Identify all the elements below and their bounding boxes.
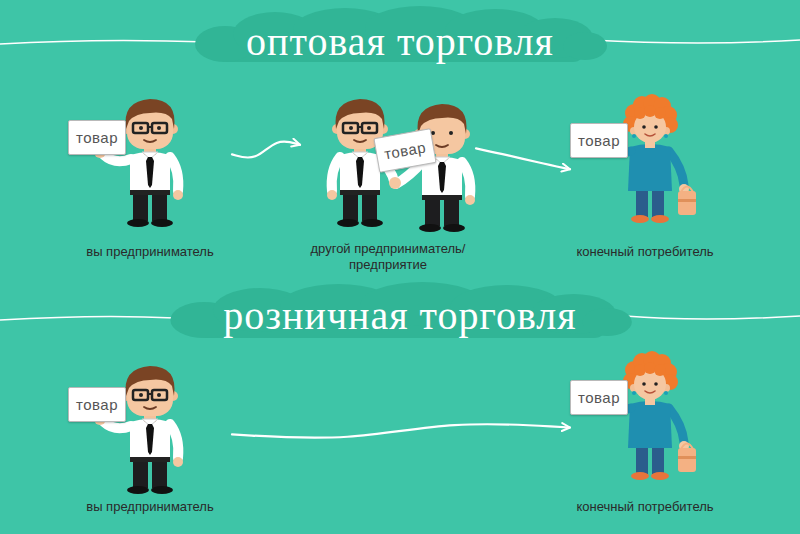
figure-group: конечный потребитель товар xyxy=(570,95,720,260)
goods-card: товар xyxy=(68,387,126,422)
goods-card: товар xyxy=(570,380,628,415)
businessman-figure xyxy=(173,457,183,467)
card-label: товар xyxy=(383,138,427,162)
businessman-figure xyxy=(94,366,183,494)
businessman-figure xyxy=(327,190,337,200)
consumer-figure xyxy=(598,351,696,480)
header-band xyxy=(590,40,800,43)
header-band xyxy=(0,316,175,320)
businessman-figure xyxy=(133,390,167,400)
figure-caption: конечный потребитель xyxy=(570,499,720,515)
figure-caption: другой предприниматель/ предприятие xyxy=(300,241,476,273)
figure-group: другой предприниматель/ предприятие товар xyxy=(300,95,476,273)
figure-caption: вы предприниматель xyxy=(68,499,232,515)
businessman-figure xyxy=(170,424,178,458)
consumer-figure xyxy=(598,94,696,223)
businessman-figure xyxy=(462,162,470,196)
figure-caption: вы предприниматель xyxy=(68,244,232,260)
businessman-figure xyxy=(343,123,377,133)
header-band xyxy=(0,40,210,44)
section-heading: розничная торговля xyxy=(0,291,800,341)
consumer-figure xyxy=(598,351,696,480)
goods-card: товар xyxy=(570,123,628,158)
goods-card: товар xyxy=(68,120,126,155)
flow-arrow xyxy=(476,148,570,169)
section-heading: оптовая торговля xyxy=(0,17,800,67)
figure-caption: конечный потребитель xyxy=(570,244,720,260)
businessman-figure xyxy=(332,157,340,191)
flow-arrow xyxy=(232,142,300,158)
flow-arrow xyxy=(232,424,570,438)
figure-group: вы предприниматель товар xyxy=(68,360,232,515)
card-label: товар xyxy=(578,132,620,149)
card-label: товар xyxy=(76,396,118,413)
card-label: товар xyxy=(578,389,620,406)
consumer-figure xyxy=(598,94,696,223)
card-label: товар xyxy=(76,129,118,146)
businessman-figure xyxy=(94,99,183,227)
goods-card: товар xyxy=(373,128,436,173)
businessman-figure xyxy=(104,155,131,161)
businessman-figure xyxy=(173,190,183,200)
figure-group: вы предприниматель товар xyxy=(68,95,232,260)
figure-group: конечный потребитель товар xyxy=(570,340,720,515)
header-band xyxy=(625,316,800,319)
businessman-figure xyxy=(104,422,131,428)
businessman-figure xyxy=(465,195,475,205)
handshake xyxy=(389,177,401,189)
businessman-figure xyxy=(133,123,167,133)
businessman-figure xyxy=(170,157,178,191)
